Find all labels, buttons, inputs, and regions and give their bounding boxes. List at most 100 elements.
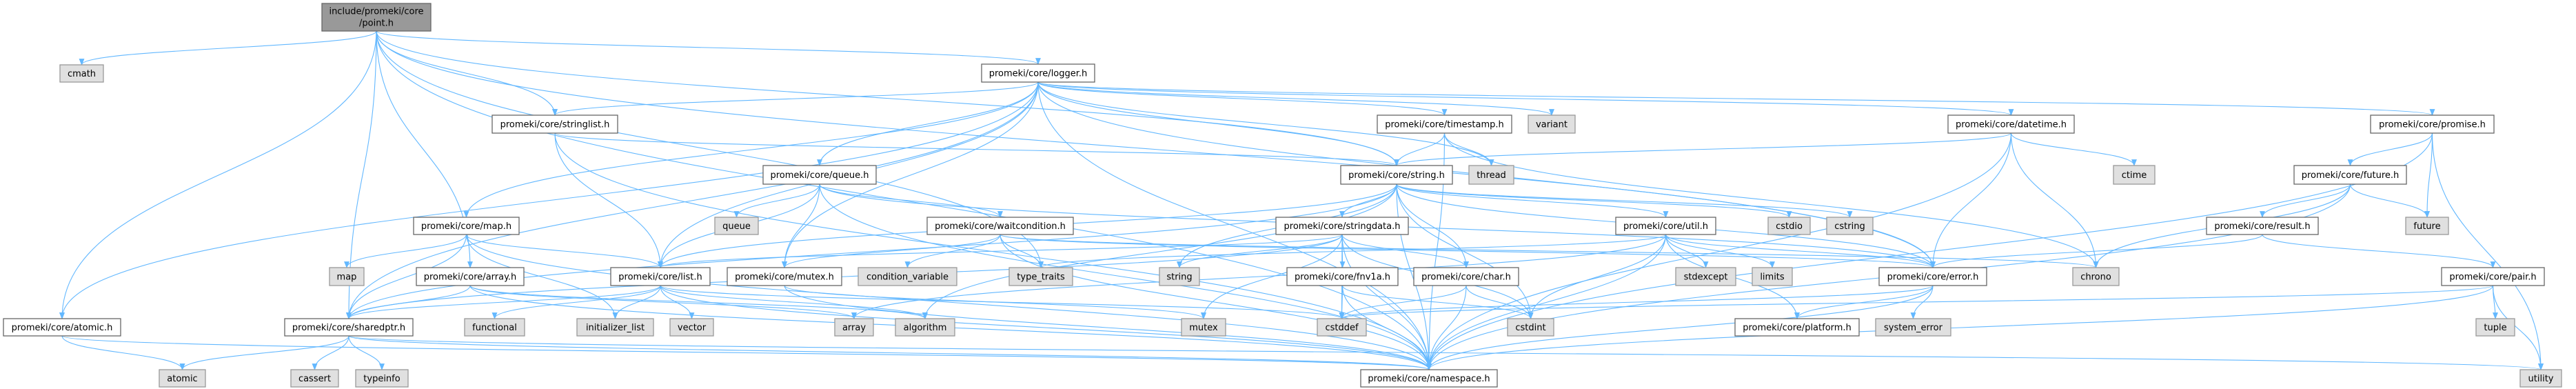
edge-array_h-to-algorithm — [469, 285, 928, 319]
node-atomic-h[interactable]: promeki/core/atomic.h — [3, 318, 121, 337]
edge-list_h-to-algorithm — [660, 285, 928, 319]
node-label: typeinfo — [363, 374, 400, 384]
node-label: promeki/core/pair.h — [2449, 272, 2536, 283]
edge-list_h-to-namespace — [660, 285, 1432, 370]
node-future-h[interactable]: promeki/core/future.h — [2293, 165, 2407, 185]
node-algorithm: algorithm — [895, 318, 955, 337]
node-box — [464, 318, 525, 337]
edge-char_h-to-cstdint — [1466, 285, 1534, 319]
node-box — [290, 369, 339, 388]
node-label: promeki/core/namespace.h — [1368, 374, 1490, 384]
edge-stringdata-to-char_h — [1341, 234, 1469, 268]
node-box — [1360, 369, 1498, 388]
edge-char_h-to-cstddef — [1339, 285, 1467, 319]
node-label: future — [2413, 221, 2440, 232]
edge-util-to-error_h — [1665, 234, 1936, 268]
node-label: tuple — [2484, 323, 2506, 333]
node-sharedptr[interactable]: promeki/core/sharedptr.h — [284, 318, 414, 337]
node-typeinfo: typeinfo — [355, 369, 409, 388]
edge-sharedptr-to-utility — [348, 335, 2543, 370]
edges-layer — [59, 30, 2544, 370]
edge-atomic_h-to-atomic — [61, 335, 185, 370]
edge-list_h-to-vector — [660, 285, 695, 319]
node-char-h[interactable]: promeki/core/char.h — [1413, 267, 1519, 286]
node-label: promeki/core/mutex.h — [735, 272, 834, 283]
edge-waitcondition-to-namespace — [1000, 234, 1432, 370]
edge-future_h-to-future — [2349, 183, 2430, 218]
edge-error_h-to-platform — [1794, 285, 1934, 319]
node-box — [1181, 318, 1226, 337]
node-box — [1275, 217, 1409, 235]
node-platform[interactable]: promeki/core/platform.h — [1734, 318, 1860, 337]
node-box — [1159, 267, 1200, 286]
edge-util-to-limits — [1665, 234, 1775, 268]
edge-waitcondition-to-error_h — [1000, 234, 1936, 268]
node-array-h[interactable]: promeki/core/array.h — [416, 267, 525, 286]
edge-waitcondition-to-mutex_h — [782, 234, 1001, 268]
node-atomic: atomic — [159, 369, 206, 388]
node-datetime[interactable]: promeki/core/datetime.h — [1947, 114, 2075, 134]
node-box — [1752, 267, 1793, 286]
node-label: promeki/core/atomic.h — [12, 323, 113, 333]
node-timestamp[interactable]: promeki/core/timestamp.h — [1377, 114, 1512, 134]
edge-logger-to-queue_h — [817, 81, 1039, 166]
node-queue: queue — [714, 217, 759, 235]
node-stdexcept: stdexcept — [1675, 267, 1736, 286]
node-string-h[interactable]: promeki/core/string.h — [1340, 165, 1453, 185]
edge-promise-to-utility — [2431, 132, 2544, 370]
node-box — [926, 217, 1074, 235]
node-box — [1286, 267, 1399, 286]
node-promise[interactable]: promeki/core/promise.h — [2370, 114, 2495, 134]
edge-future_h-to-result — [2260, 183, 2351, 218]
edge-logger-to-promise — [1037, 81, 2435, 116]
node-label: type_traits — [1017, 272, 1065, 283]
node-thread: thread — [1468, 165, 1514, 185]
node-map-h[interactable]: promeki/core/map.h — [413, 217, 520, 235]
node-label: array — [842, 323, 866, 333]
node-mutex-h[interactable]: promeki/core/mutex.h — [727, 267, 842, 286]
node-label: promeki/core/list.h — [618, 272, 702, 283]
node-cstdint: cstdint — [1507, 318, 1554, 337]
node-box — [1767, 217, 1811, 235]
edge-queue_h-to-queue — [733, 183, 820, 218]
node-util[interactable]: promeki/core/util.h — [1615, 217, 1716, 235]
node-stringdata[interactable]: promeki/core/stringdata.h — [1275, 217, 1409, 235]
node-namespace[interactable]: promeki/core/namespace.h — [1360, 369, 1498, 388]
node-logger[interactable]: promeki/core/logger.h — [981, 63, 1095, 83]
node-box — [1826, 217, 1874, 235]
node-error-h[interactable]: promeki/core/error.h — [1878, 267, 1987, 286]
node-box — [1377, 114, 1512, 134]
edge-timestamp-to-thread — [1443, 132, 1494, 166]
node-box — [1507, 318, 1554, 337]
node-tuple: tuple — [2475, 318, 2515, 337]
node-box — [610, 267, 711, 286]
edge-pair_h-to-cstddef — [1339, 285, 2494, 319]
edge-point-to-atomic_h — [59, 30, 377, 319]
node-label: map — [337, 272, 357, 283]
edge-fnv1a-to-cstdint — [1341, 285, 1534, 319]
node-label: queue — [722, 221, 751, 232]
node-result[interactable]: promeki/core/result.h — [2206, 217, 2319, 235]
node-label: algorithm — [904, 323, 947, 333]
node-cmath: cmath — [59, 64, 104, 83]
node-fnv1a[interactable]: promeki/core/fnv1a.h — [1286, 267, 1399, 286]
node-label: promeki/core/util.h — [1623, 221, 1708, 232]
node-box — [1528, 114, 1576, 134]
node-cstddef: cstddef — [1317, 318, 1367, 337]
node-box — [1675, 267, 1736, 286]
edge-stringlist-to-list_h — [554, 132, 663, 268]
edge-list_h-to-initializer_list — [612, 285, 661, 319]
edge-point-to-cmath — [79, 30, 377, 66]
node-stringlist[interactable]: promeki/core/stringlist.h — [491, 114, 618, 134]
node-list-h[interactable]: promeki/core/list.h — [610, 267, 711, 286]
node-queue-h[interactable]: promeki/core/queue.h — [762, 165, 877, 185]
node-waitcondition[interactable]: promeki/core/waitcondition.h — [926, 217, 1074, 235]
node-label: promeki/core/timestamp.h — [1385, 120, 1503, 130]
node-box — [1008, 267, 1073, 286]
edge-datetime-to-string_h — [1394, 132, 2012, 166]
edge-sharedptr-to-atomic — [179, 335, 349, 370]
node-box — [1468, 165, 1514, 185]
node-pair-h[interactable]: promeki/core/pair.h — [2441, 267, 2545, 286]
node-point[interactable]: include/promeki/core/point.h — [321, 3, 432, 32]
